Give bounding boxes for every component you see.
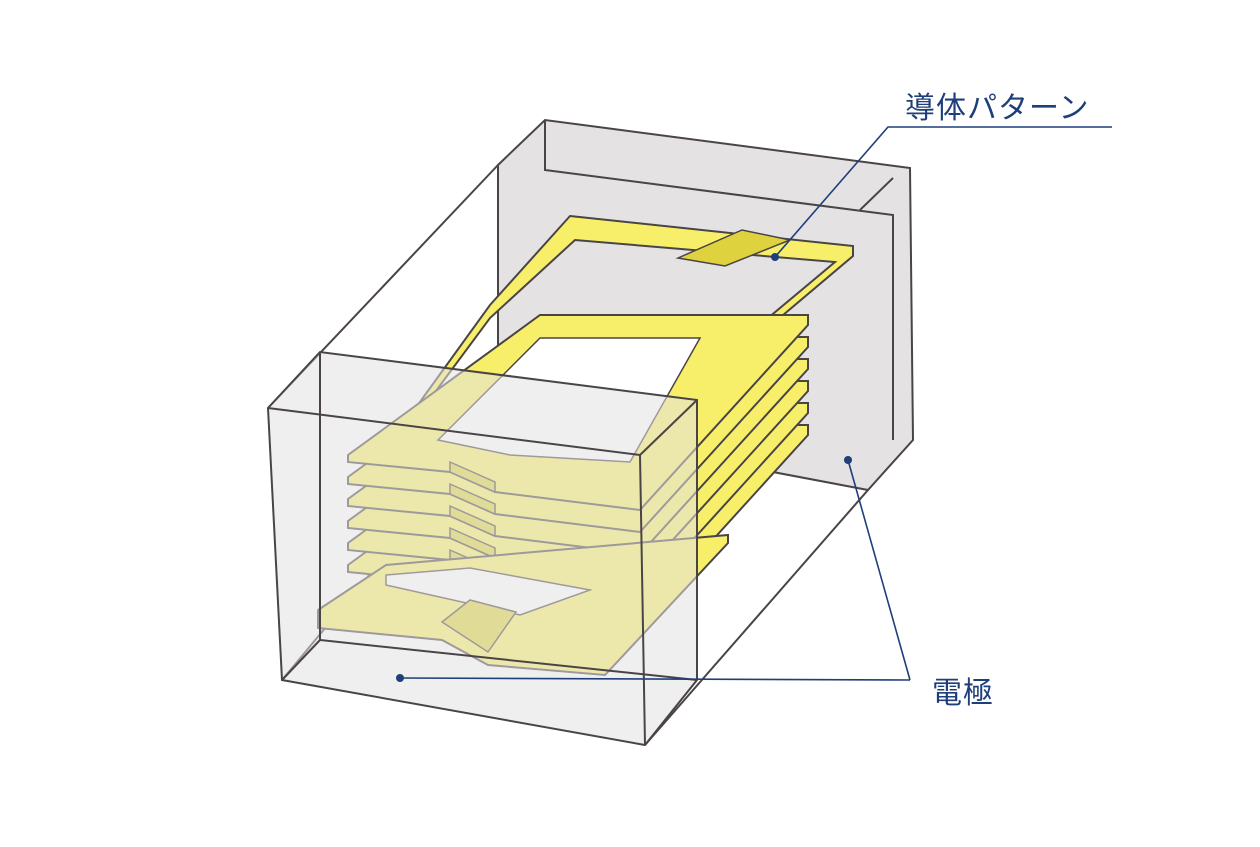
- front-electrode: [268, 352, 697, 745]
- electrode-label: 電極: [932, 668, 994, 712]
- electrode-callout-dot-back: [844, 456, 852, 464]
- electrode-callout-line-a: [848, 460, 910, 680]
- front-electrode-face: [268, 352, 697, 745]
- conductor-callout-dot: [771, 253, 779, 261]
- electrode-callout-dot-front: [396, 674, 404, 682]
- conductor-pattern-label: 導体パターン: [905, 83, 1090, 127]
